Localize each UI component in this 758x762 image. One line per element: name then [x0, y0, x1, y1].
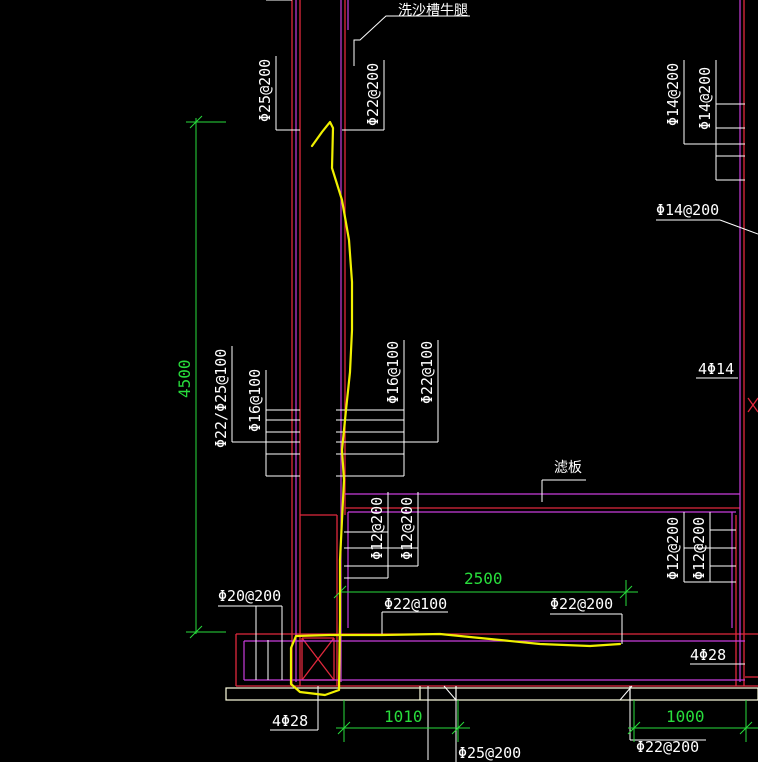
structure-outline: [235, 0, 758, 687]
base-mid-label: Φ22@100: [384, 595, 447, 613]
base-right-label: Φ22@200: [550, 595, 613, 613]
dim-right-width-label: 1000: [666, 707, 705, 726]
dim-left-width-label: 1010: [384, 707, 423, 726]
right-wall-top-label-2: Φ14@200: [696, 67, 714, 130]
mid-wall-mid-label-2: Φ22@100: [418, 341, 436, 404]
text-labels: 洗沙槽牛腿 Φ25@200 Φ22@200 Φ14@200 Φ14@200 Φ1…: [212, 3, 734, 762]
mid-wall-top-label: Φ22@200: [364, 63, 382, 126]
right-leader-label: Φ14@200: [656, 201, 719, 219]
lower-left-label-1: Φ12@200: [368, 497, 386, 560]
bottom-right-label: Φ22@200: [636, 738, 699, 756]
filter-plate-label: 滤板: [554, 460, 582, 476]
right-wall-top-label-1: Φ14@200: [664, 63, 682, 126]
sand-tank-corbel-label: 洗沙槽牛腿: [398, 3, 468, 19]
dimension-labels: 4500 2500 1010 1000: [175, 359, 705, 726]
lower-left-label-2: Φ12@200: [398, 497, 416, 560]
right-mid-label: 4Φ14: [698, 360, 734, 378]
left-wall-mid-label-1: Φ22/Φ25@100: [212, 349, 230, 448]
lower-right-label-2: Φ12@200: [690, 517, 708, 580]
mid-wall-mid-label-1: Φ16@100: [384, 341, 402, 404]
bottom-mid-label: Φ25@200: [458, 744, 521, 762]
beam-right-label: 4Φ28: [690, 646, 726, 664]
left-wall-top-label: Φ25@200: [256, 59, 274, 122]
base-left-label: Φ20@200: [218, 587, 281, 605]
dim-span-label: 2500: [464, 569, 503, 588]
leader-lines: [218, 0, 758, 762]
beam-left-label: 4Φ28: [272, 712, 308, 730]
dim-height-label: 4500: [175, 359, 194, 398]
lower-right-label-1: Φ12@200: [664, 517, 682, 580]
left-wall-mid-label-2: Φ16@100: [246, 369, 264, 432]
yellow-markup-path: [289, 120, 622, 697]
